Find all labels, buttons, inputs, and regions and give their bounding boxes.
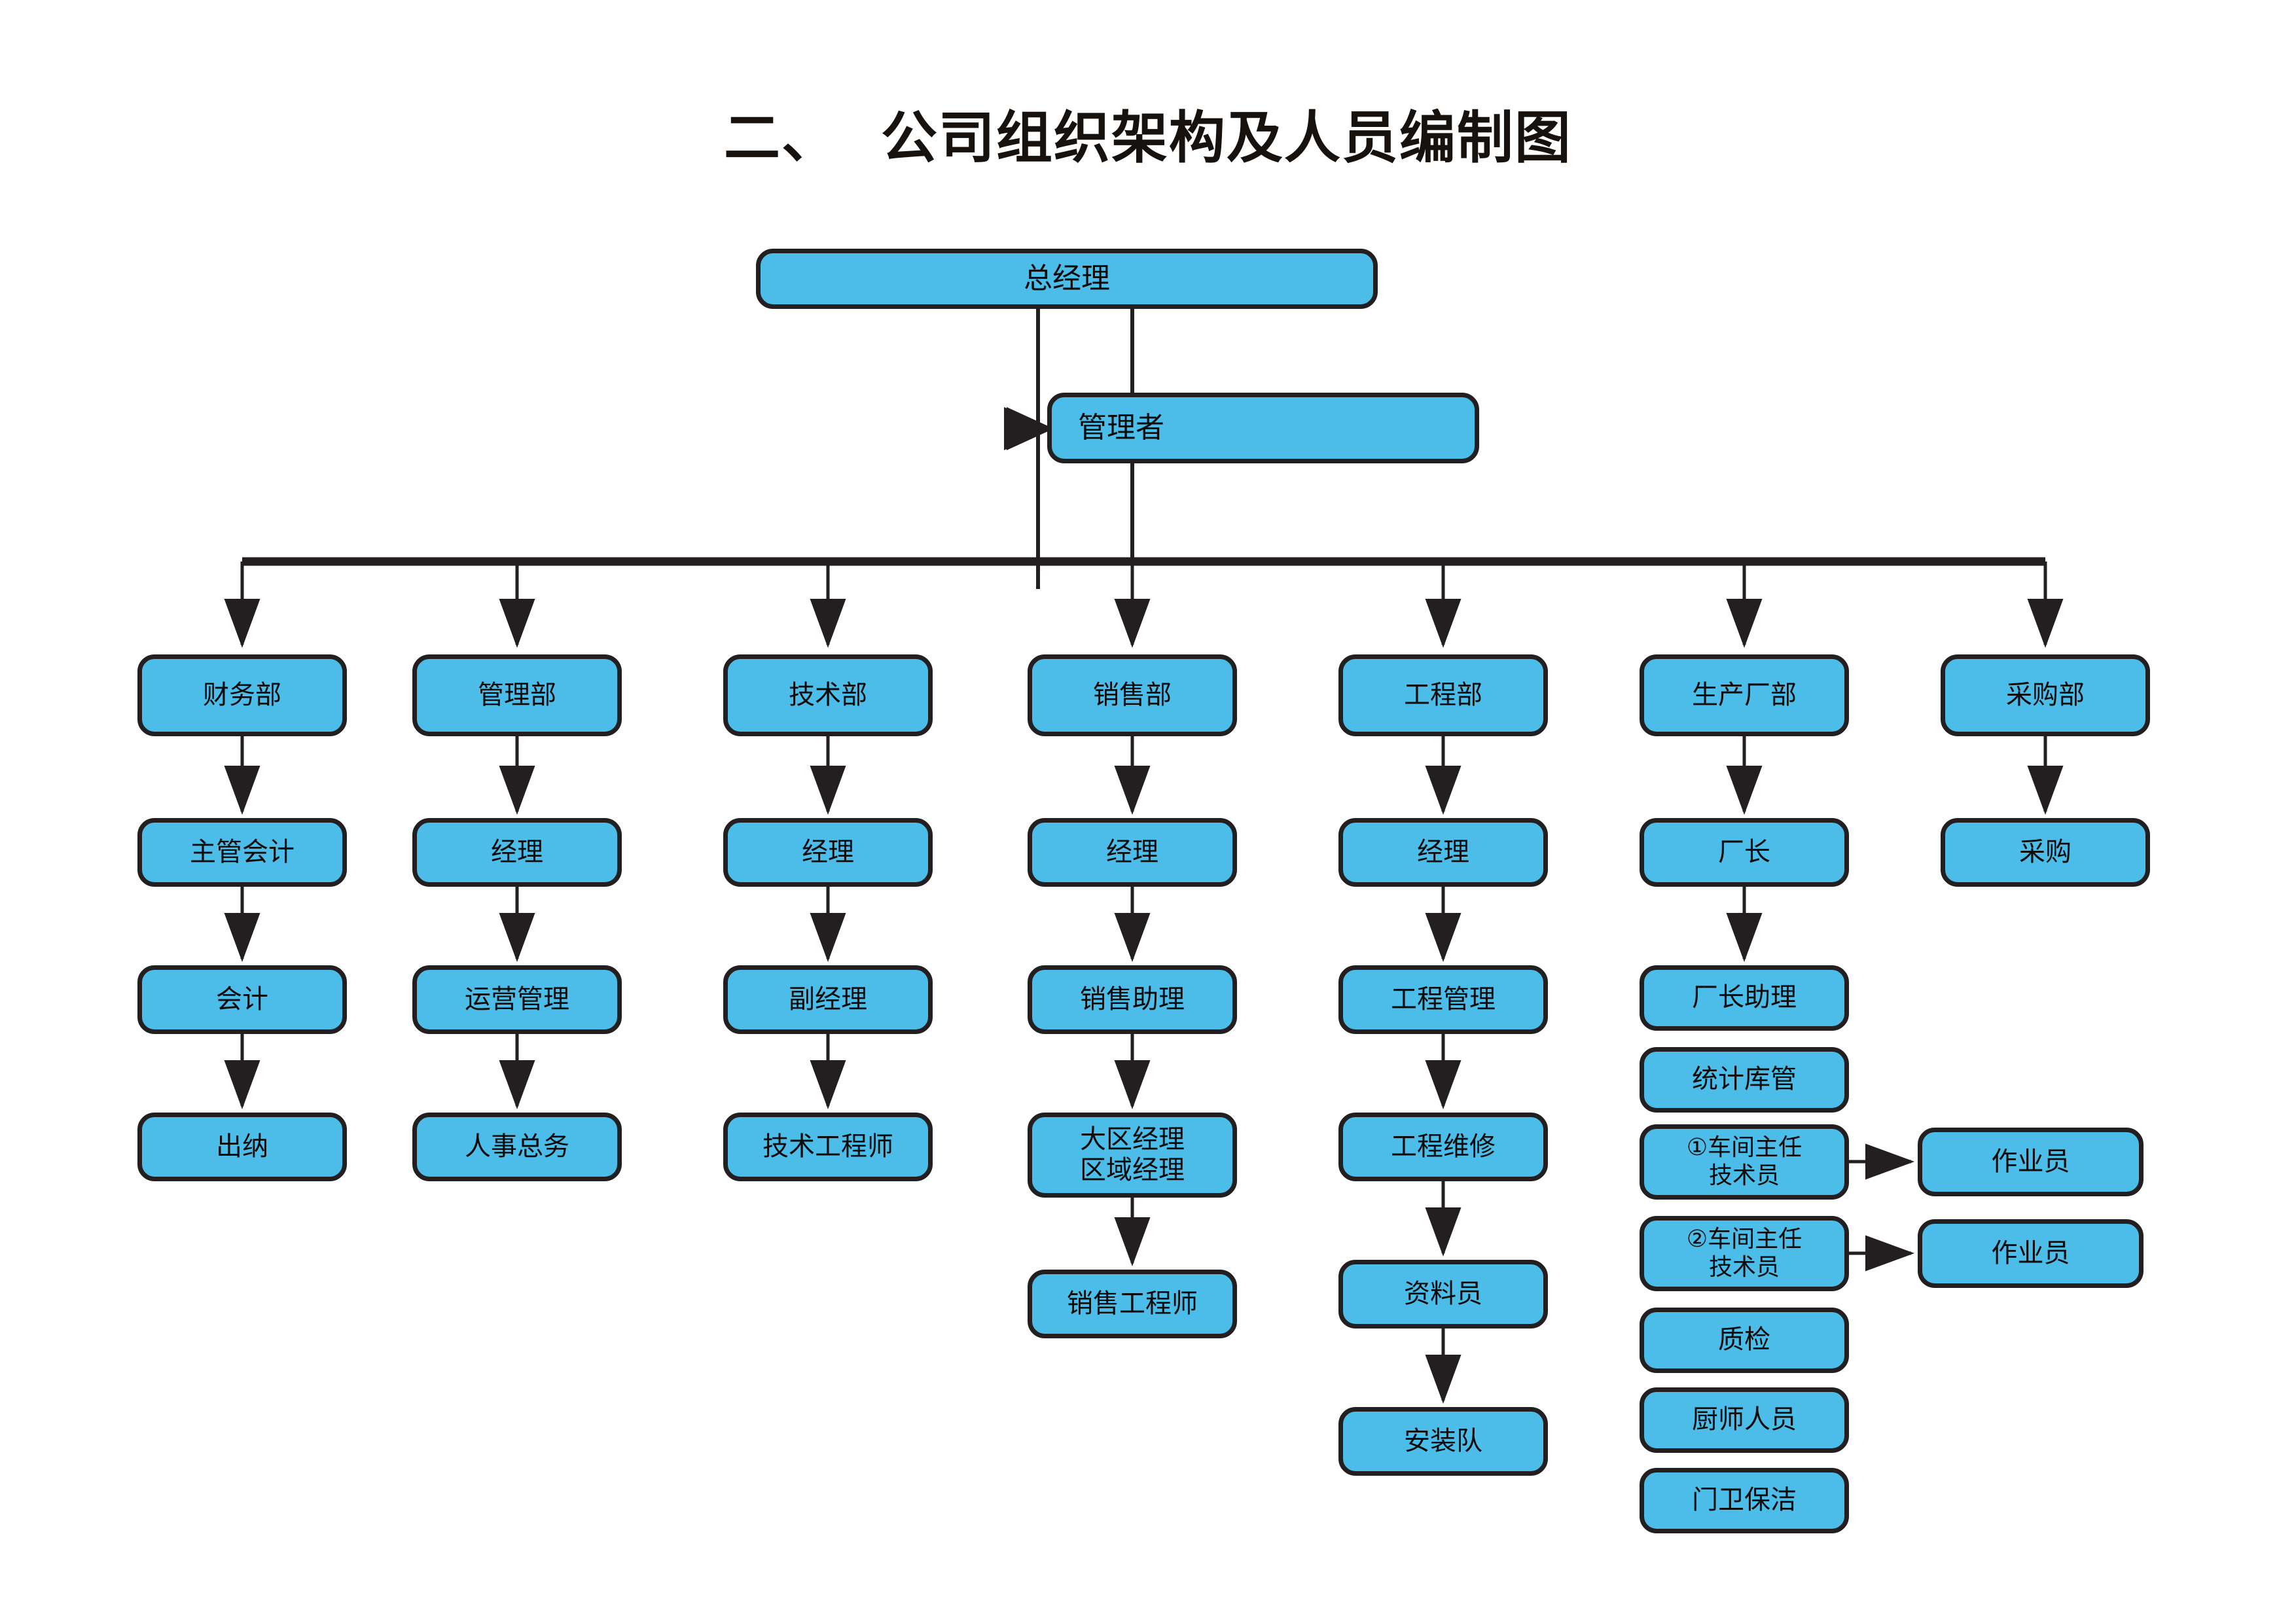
node-dept-engineering[interactable]: 工程部 [1338,654,1548,736]
node-dept-technical[interactable]: 技术部 [723,654,933,736]
node-production-kitchen-staff[interactable]: 厨师人员 [1640,1387,1849,1453]
node-management-manager[interactable]: 经理 [412,818,622,887]
node-dept-management[interactable]: 管理部 [412,654,622,736]
node-worker-2[interactable]: 作业员 [1918,1219,2144,1288]
node-production-factory-director[interactable]: 厂长 [1640,818,1849,887]
node-engineering-management[interactable]: 工程管理 [1338,965,1548,1034]
node-engineering-documentation[interactable]: 资料员 [1338,1260,1548,1329]
node-worker-1[interactable]: 作业员 [1918,1128,2144,1196]
node-finance-chief-accountant[interactable]: 主管会计 [137,818,347,887]
node-sales-manager[interactable]: 经理 [1028,818,1237,887]
node-management-hr-admin[interactable]: 人事总务 [412,1113,622,1181]
node-management-operations[interactable]: 运营管理 [412,965,622,1034]
node-production-workshop-director-1[interactable]: ①车间主任 技术员 [1640,1124,1849,1200]
node-finance-accountant[interactable]: 会计 [137,965,347,1034]
node-production-director-assistant[interactable]: 厂长助理 [1640,965,1849,1031]
node-technical-manager[interactable]: 经理 [723,818,933,887]
node-engineering-manager[interactable]: 经理 [1338,818,1548,887]
node-purchasing-buyer[interactable]: 采购 [1941,818,2150,887]
node-technical-deputy-manager[interactable]: 副经理 [723,965,933,1034]
node-sales-engineer[interactable]: 销售工程师 [1028,1270,1237,1338]
node-dept-purchasing[interactable]: 采购部 [1941,654,2150,736]
node-manager[interactable]: 管理者 [1047,393,1479,463]
node-dept-production[interactable]: 生产厂部 [1640,654,1849,736]
node-sales-regional-manager[interactable]: 大区经理 区域经理 [1028,1113,1237,1198]
node-engineering-installation-team[interactable]: 安装队 [1338,1407,1548,1476]
node-dept-sales[interactable]: 销售部 [1028,654,1237,736]
node-dept-finance[interactable]: 财务部 [137,654,347,736]
node-production-statistics-warehouse[interactable]: 统计库管 [1640,1047,1849,1113]
node-technical-engineer[interactable]: 技术工程师 [723,1113,933,1181]
node-production-quality-inspection[interactable]: 质检 [1640,1308,1849,1373]
node-production-security-cleaning[interactable]: 门卫保洁 [1640,1468,1849,1533]
node-finance-cashier[interactable]: 出纳 [137,1113,347,1181]
node-general-manager[interactable]: 总经理 [756,249,1378,309]
node-sales-assistant[interactable]: 销售助理 [1028,965,1237,1034]
page-title: 二、 公司组织架构及人员编制图 [724,105,1572,171]
node-production-workshop-director-2[interactable]: ②车间主任 技术员 [1640,1216,1849,1291]
node-engineering-maintenance[interactable]: 工程维修 [1338,1113,1548,1181]
